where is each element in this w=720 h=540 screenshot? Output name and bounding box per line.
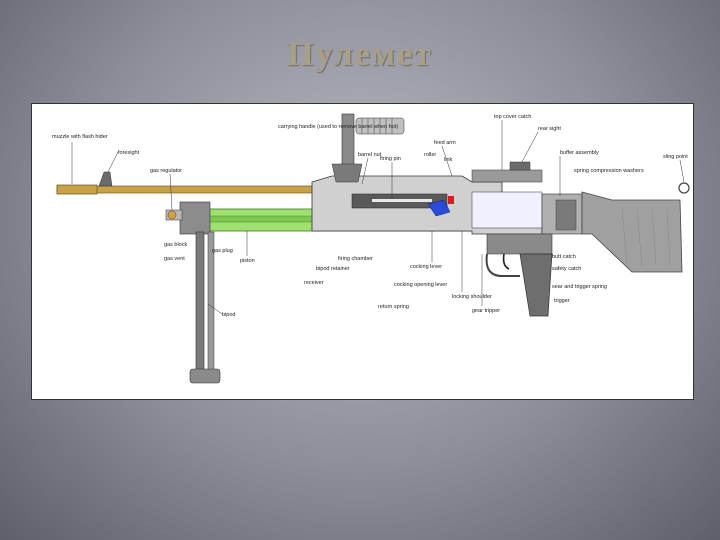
pistol-grip: [519, 253, 553, 317]
label-carrying-handle: carrying handle (used to remove barrel w…: [278, 124, 398, 130]
label-return-spring: return spring: [378, 304, 409, 310]
label-cocking-lever: cocking lever: [410, 264, 442, 270]
trigger-housing: [486, 233, 553, 255]
machine-gun-cutaway: muzzle with flash hider foresight gas re…: [52, 113, 690, 384]
label-bipod: bipod: [222, 312, 235, 318]
label-gear-tripper: gear tripper: [472, 308, 500, 314]
label-firing-pin: firing pin: [380, 156, 401, 162]
label-sear-trigger-spring: sear and trigger spring: [552, 284, 607, 290]
trigger: [502, 253, 510, 270]
label-feed-arm: feed arm: [434, 140, 456, 146]
label-locking-shoulder: locking shoulder: [452, 294, 492, 300]
label-muzzle: muzzle with flash hider: [52, 134, 108, 140]
rear-sight: [509, 161, 531, 171]
label-safety-catch: safety catch: [552, 266, 581, 272]
trigger-guard: [485, 253, 520, 277]
blue-slide-part: [427, 199, 451, 217]
label-firing-chamber: firing chamber: [338, 256, 373, 262]
machine-gun-diagram: muzzle with flash hider foresight gas re…: [31, 103, 694, 400]
label-piston: piston: [240, 258, 255, 264]
label-butt-catch: butt catch: [552, 254, 576, 260]
label-gas-regulator: gas regulator: [150, 168, 182, 174]
sling-point: [678, 182, 690, 194]
bipod-leg: [195, 231, 205, 383]
label-bipod-retainer: bipod retainer: [316, 266, 350, 272]
top-cover: [471, 169, 543, 183]
butt-stock: [581, 191, 683, 273]
red-part: [448, 196, 454, 204]
firing-pin: [372, 199, 432, 202]
label-foresight: foresight: [118, 150, 140, 156]
label-spring-washers: spring compression washers: [574, 168, 644, 174]
label-rear-sight: rear sight: [538, 126, 561, 132]
label-roller: roller: [424, 152, 436, 158]
foresight: [98, 171, 113, 187]
label-trigger: trigger: [554, 298, 570, 304]
label-gas-plug: gas plug: [212, 248, 233, 254]
gas-block: [179, 201, 211, 235]
label-top-cover-catch: top cover catch: [494, 114, 531, 120]
carrying-handle: [341, 113, 355, 170]
feed-tray: [471, 191, 543, 229]
label-gas-block: gas block: [164, 242, 187, 248]
slide-title: Пулемет: [287, 36, 433, 73]
label-buffer-assembly: buffer assembly: [560, 150, 599, 156]
label-barrel-nut: barrel nut: [358, 152, 382, 158]
label-cocking-opening-lever: cocking opening lever: [394, 282, 447, 288]
muzzle-flash-hider: [56, 184, 98, 195]
label-receiver: receiver: [304, 280, 324, 286]
label-link: link: [444, 157, 453, 163]
label-sling-point: sling point: [663, 154, 688, 160]
label-gas-vent: gas vent: [164, 256, 185, 262]
